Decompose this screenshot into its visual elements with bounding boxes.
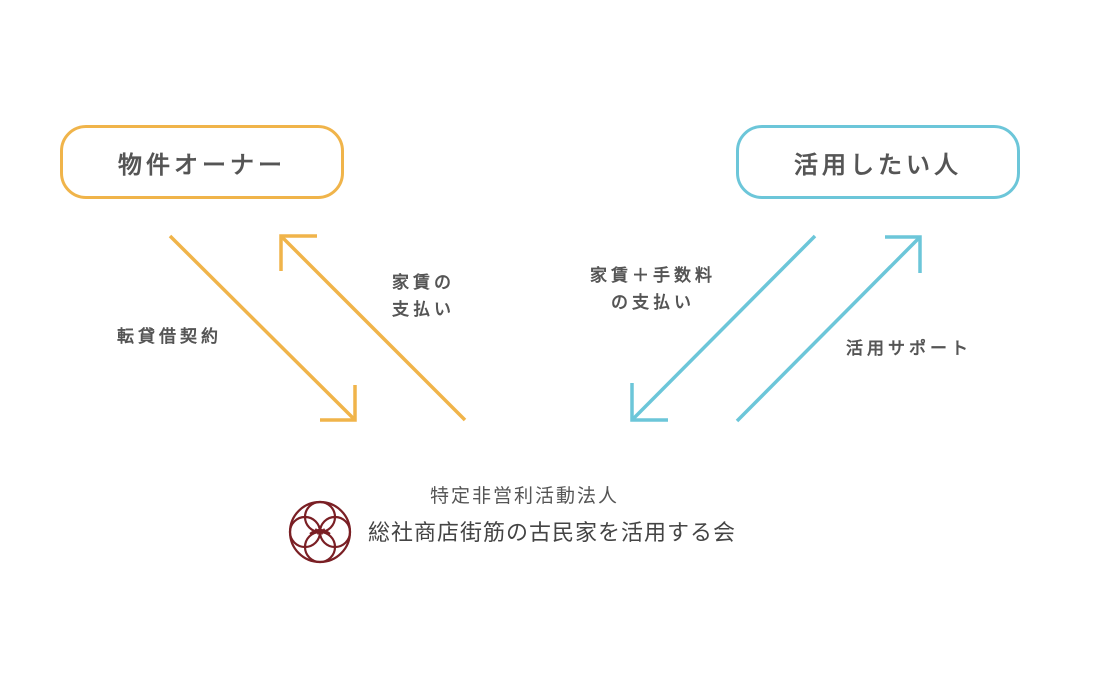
rent-label: 家賃の 支払い <box>392 270 455 324</box>
support-label: 活用サポート <box>846 339 972 359</box>
arrow-org-to-owner <box>279 234 467 422</box>
rent-fee-label: 家賃＋手数料 の支払い <box>590 263 716 317</box>
user-label: 活用したい人 <box>794 150 962 179</box>
owner-label: 物件オーナー <box>118 150 286 179</box>
arrow-user-to-org <box>630 234 817 422</box>
arrow-org-to-user <box>735 235 922 423</box>
user-node: 活用したい人 <box>736 125 1020 199</box>
owner-node: 物件オーナー <box>60 125 344 199</box>
rent-fee-label-line1: 家賃＋手数料 <box>590 266 716 286</box>
organization-name: 総社商店街筋の古民家を活用する会 <box>368 521 737 546</box>
rent-fee-label-line2: の支払い <box>611 293 695 313</box>
organization-logo <box>288 500 352 564</box>
arrow-owner-to-org <box>168 234 357 422</box>
organization-type: 特定非営利活動法人 <box>430 485 620 507</box>
rent-label-line1: 家賃の <box>392 273 455 293</box>
sublease-label: 転貸借契約 <box>117 327 222 347</box>
rent-label-line2: 支払い <box>392 300 455 320</box>
